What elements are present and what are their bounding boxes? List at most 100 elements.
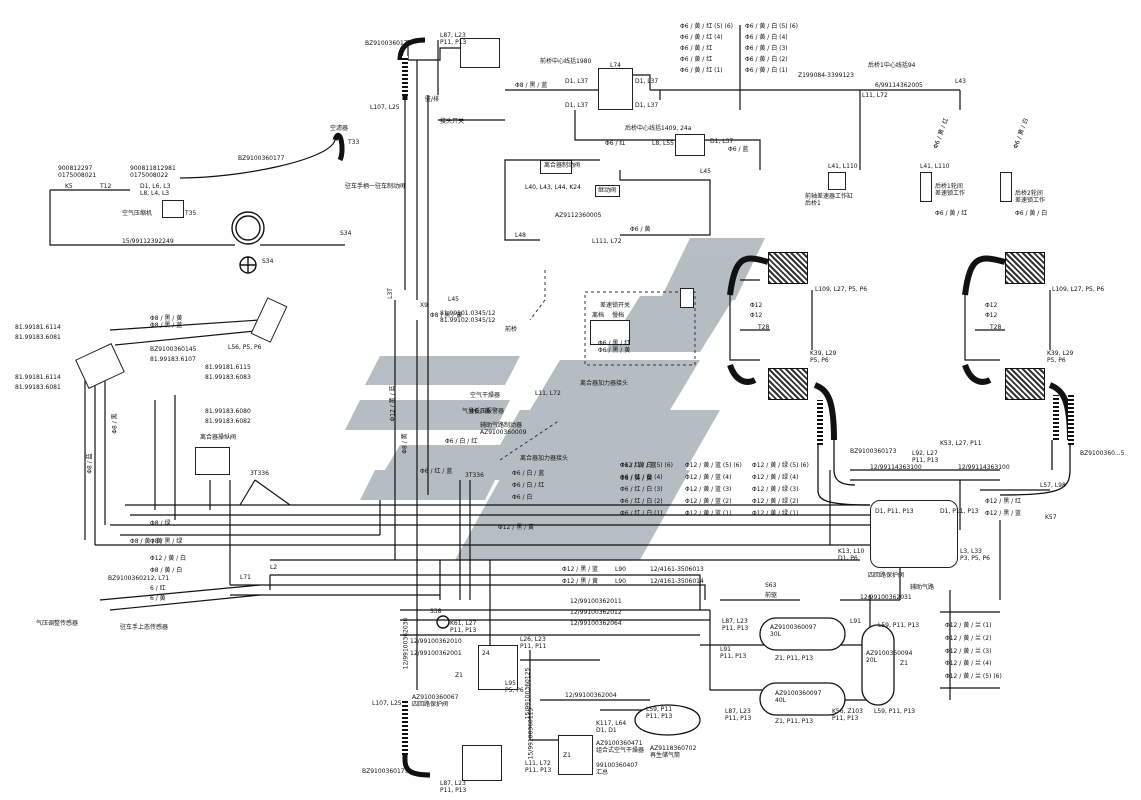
label-s34: S34 xyxy=(340,230,352,237)
work-cyl-b xyxy=(920,172,932,202)
label-right-valve-d: 81.99183.6082 xyxy=(205,418,251,425)
label-k-codes-a: K39, L29 P5, P6 xyxy=(810,350,837,364)
label-legend-e: Φ6 / 黄 / 红 (1) xyxy=(680,67,723,74)
label-right-valve-b: 81.99183.6083 xyxy=(205,374,251,381)
label-valve-24: 24 xyxy=(482,650,490,657)
label-codes-main: 81.99101.0345/12 81.99102.0345/12 xyxy=(440,310,496,324)
label-12b: Φ12 xyxy=(750,312,763,319)
label-left-top-box: BZ9100360145 xyxy=(150,346,197,353)
label-dryer-code: AZ9100360471 组合式空气干燥器 xyxy=(596,740,645,754)
label-top-right-b: L109, L27, P5, P6 xyxy=(1052,286,1105,293)
right-main-valve xyxy=(870,500,958,568)
label-d1-l37-c: D1, L37 xyxy=(565,102,589,109)
label-multi-c: Φ6 / 红 / 白 (3) xyxy=(620,486,663,493)
label-dryer-codes: K117, L64 D1, D1 xyxy=(596,720,627,734)
label-x9: X9 xyxy=(420,302,428,309)
label-left-lower-a: Φ12 / 黄 / 白 xyxy=(150,555,187,562)
label-dryer-codes-b: L11, L72 P11, P13 xyxy=(525,760,552,774)
label-tank-a: AZ9100360097 30L xyxy=(770,624,817,638)
label-air-dryer-a: 空气干燥器 xyxy=(470,392,501,399)
hose-coil-2 xyxy=(402,700,408,755)
label-unit-b: 慢档 xyxy=(612,312,625,319)
label-gauge-mid3: Φ6 / 白 xyxy=(512,494,533,501)
label-multi-e: Φ6 / 红 / 白 (1) xyxy=(620,510,663,517)
label-legend-h: Φ6 / 黄 / 白 (3) xyxy=(745,45,788,52)
relay-valve-box xyxy=(595,185,620,197)
label-ring-gear: Φ8 / 黑 / 蓝 xyxy=(515,82,548,89)
label-pipe-code-1: 12/4161-3506013 xyxy=(650,566,704,573)
label-green-red: Φ6 / 黄 xyxy=(630,226,651,233)
label-r-pipe-1: 12/99100362031 xyxy=(860,594,912,601)
label-legend-f: Φ6 / 黄 / 白 (5) (6) xyxy=(745,23,799,30)
label-pressure-gauge: 离合器加力器接头 xyxy=(520,455,569,462)
label-legend-c: Φ6 / 黄 / 红 xyxy=(680,45,713,52)
label-diff-lock: 差速锁开关 xyxy=(600,302,631,309)
label-top-right-a: L109, L27, P5, P6 xyxy=(815,286,868,293)
label-center-valve2: 气量低压报警器 xyxy=(462,408,505,415)
label-vert-pipe-mid: 12/99100362004 xyxy=(565,692,617,699)
label-pp-d: Φ8 / 绿 xyxy=(150,520,171,527)
label-chk-b: Φ6 / 黄 xyxy=(470,408,491,415)
top-left-valve-box xyxy=(460,38,500,68)
label-mid-codes-d: L3, L33 P3, P5, P6 xyxy=(960,548,990,562)
label-right-valve-a: 81.99181.6115 xyxy=(205,364,251,371)
label-l74: L74 xyxy=(610,62,621,69)
label-multi-b: Φ6 / 红 / 白 (4) xyxy=(620,474,663,481)
label-t12: T12 xyxy=(100,183,112,190)
label-legend-j: Φ6 / 黄 / 白 (1) xyxy=(745,67,788,74)
label-left-part-a: 900812297 0175008021 xyxy=(58,165,97,179)
label-rear-axle-work: 后桥1轮间 差速锁工作 xyxy=(935,183,966,197)
label-t35: T35 xyxy=(185,210,197,217)
label-rear-code-c: 6/99114362005 xyxy=(875,82,923,89)
label-r-pipe-list-a: Φ12 / 黄 / 兰 (1) xyxy=(945,622,992,629)
label-pipe-a: Φ12 / 黄 / 蓝 xyxy=(620,462,657,469)
label-k-codes-b: K39, L29 P5, P6 xyxy=(1047,350,1074,364)
label-hand-brake: 驻车手柄一驻车制动阀 xyxy=(345,183,406,190)
label-rear-code-a: Z199084-3399123 xyxy=(798,72,854,79)
label-pp-e: 3T336 xyxy=(465,472,484,479)
label-r-pipe-list-c: Φ12 / 黄 / 兰 (3) xyxy=(945,648,992,655)
label-mid-codes-c: K13, L10 D1, P6 xyxy=(838,548,865,562)
label-s63: S63 xyxy=(765,582,777,589)
label-unit-a: 离档 xyxy=(592,312,605,319)
front-center-valve xyxy=(598,68,633,110)
label-left-bottom-a: 气压调整传感器 xyxy=(36,620,79,627)
label-multi-k: Φ12 / 黄 / 绿 (5) (6) xyxy=(752,462,809,469)
air-tank-40l xyxy=(759,682,846,716)
label-lower-box-codes: L87, L23 P11, P13 xyxy=(440,780,467,794)
label-l111b: L11, L72 xyxy=(535,390,561,397)
hose-coil-3 xyxy=(817,400,823,445)
label-az-code: AZ9100360067 四回路保护阀 xyxy=(412,694,459,708)
hose-coil-4 xyxy=(1053,395,1059,440)
label-gauge-mid: Φ6 / 白 / 蓝 xyxy=(512,470,545,477)
label-12a: Φ12 xyxy=(750,302,763,309)
label-check-valve: 驻/排 xyxy=(425,96,440,103)
label-valve-z1: Z1 xyxy=(455,672,463,679)
label-red-white: Φ6 / 红 xyxy=(605,140,626,147)
hose-coil-1 xyxy=(402,56,408,96)
label-12d: Φ12 xyxy=(985,312,998,319)
label-left-bottom-b: 驻车手上态传感器 xyxy=(120,624,169,631)
label-multi-o: Φ12 / 黄 / 绿 (1) xyxy=(752,510,799,517)
label-pipe-az: AZ9112360005 xyxy=(555,212,602,219)
label-r-pipe-list-e: Φ12 / 黄 / 兰 (5) (6) xyxy=(945,673,1002,680)
label-s34-lower: S34 xyxy=(262,258,274,265)
label-left-mid: 81.99183.6107 xyxy=(150,356,196,363)
label-l43: L43 xyxy=(955,78,966,85)
brake-chamber-br xyxy=(1005,368,1045,400)
label-right-valve-c: 81.99183.6080 xyxy=(205,408,251,415)
label-rear-axle-work2: 后桥2轮间 差速锁工作 xyxy=(1015,190,1046,204)
label-d1-l37-b: D1, L37 xyxy=(635,78,659,85)
label-pipe-d: Φ12 / 黑 / 黄 xyxy=(562,578,599,585)
label-r-bz-a: BZ9100360173 xyxy=(850,448,897,455)
label-k57: K57 xyxy=(1045,514,1057,521)
label-chk-a: Φ6 / 白 / 红 xyxy=(445,438,478,445)
label-valve-pipe: 12/99100362010 xyxy=(410,638,462,645)
label-multi-j: Φ12 / 黄 / 蓝 (1) xyxy=(685,510,732,517)
label-main-valve2: 辅助气路 xyxy=(910,584,935,591)
label-compressor-codes: D1, L6, L3 L8, L4, L3 xyxy=(140,183,171,197)
label-tank-c-z1: Z1 xyxy=(900,660,908,667)
label-legend-i: Φ6 / 黄 / 白 (2) xyxy=(745,56,788,63)
label-r-red: Φ12 / 黑 / 红 xyxy=(985,498,1022,505)
gear-unit-box xyxy=(590,320,630,345)
